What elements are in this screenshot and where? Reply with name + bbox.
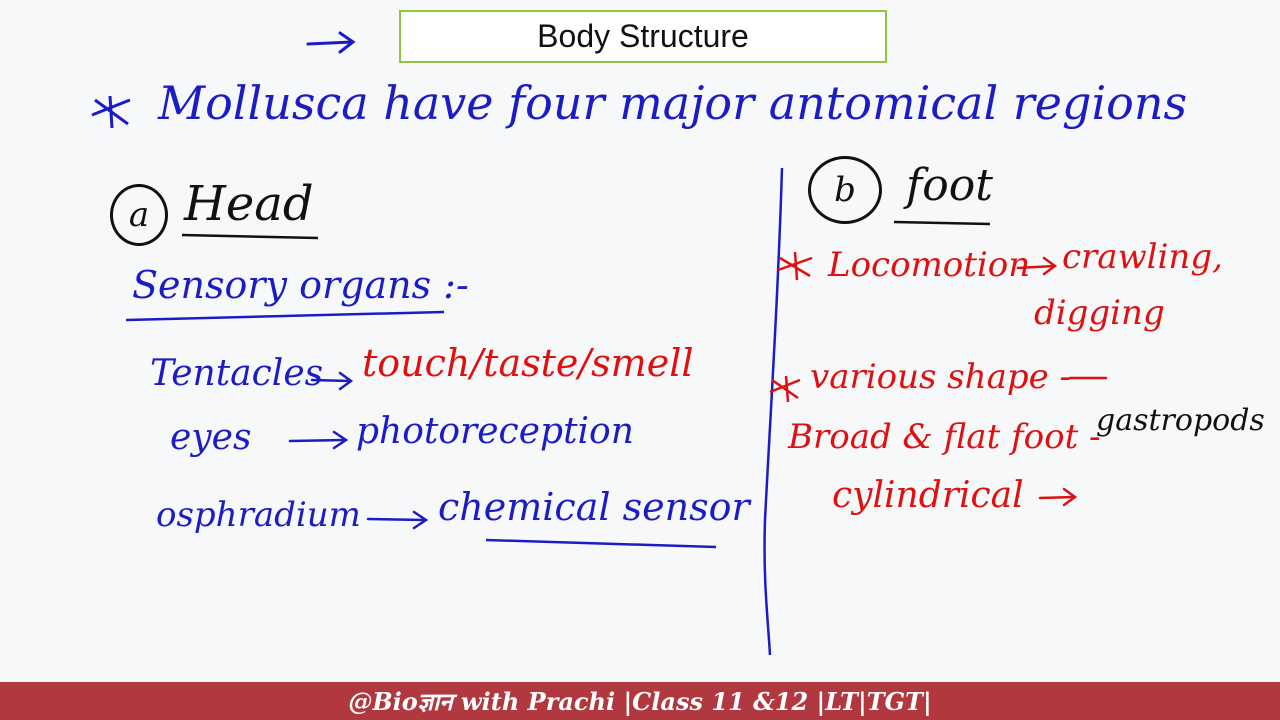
shapes-star-icon — [769, 375, 801, 403]
foot-underline — [893, 220, 991, 226]
foot-marker: b — [808, 156, 882, 224]
page-title: Body Structure — [399, 10, 887, 63]
organ-name: eyes — [170, 417, 252, 458]
sensory-underline — [125, 310, 445, 322]
organ-name: Tentacles — [150, 353, 324, 394]
intro-text: Mollusca have four major antomical regio… — [158, 76, 1188, 130]
arrow-icon — [288, 430, 349, 450]
organ-function: touch/taste/smell — [362, 341, 694, 385]
intro-star-icon — [91, 95, 131, 129]
head-marker: a — [110, 184, 168, 246]
broad-value: gastropods — [1096, 403, 1265, 438]
foot-label: foot — [906, 160, 993, 211]
footer-banner: @Bioज्ञान with Prachi |Class 11 &12 |LT|… — [0, 682, 1280, 720]
locomotion-label: Locomotion — [828, 245, 1031, 285]
arrow-icon — [1016, 256, 1058, 276]
sensory-heading: Sensory organs :- — [132, 263, 469, 307]
organ-name: osphradium — [156, 495, 361, 535]
organ-function: photoreception — [356, 411, 634, 452]
organ-function: chemical sensor — [438, 485, 750, 529]
arrow-icon — [1038, 487, 1078, 507]
broad-label: Broad & flat foot - — [788, 417, 1101, 457]
cylindrical-label: cylindrical — [832, 475, 1024, 516]
locomotion-value-2: digging — [1034, 293, 1165, 333]
shapes-label: various shape - — [810, 357, 1072, 397]
head-label: Head — [184, 176, 314, 232]
arrow-icon — [310, 371, 354, 391]
locomotion-value: crawling, — [1062, 237, 1223, 277]
arrow-icon — [366, 510, 429, 530]
title-arrow-icon — [306, 31, 356, 54]
column-divider — [763, 167, 784, 656]
head-underline — [181, 233, 319, 240]
locomotion-star-icon — [777, 251, 813, 281]
chemical-underline — [485, 538, 717, 549]
